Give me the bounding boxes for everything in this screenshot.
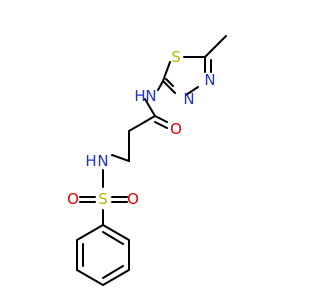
atom-o-sulfonyl-left: O <box>67 190 79 208</box>
phenyl-bond-4 <box>76 269 104 286</box>
phenyl-bond-6 <box>76 224 104 241</box>
bond-s-c2 <box>162 61 171 82</box>
bond-methyl <box>204 35 227 58</box>
phenyl-double-2 <box>102 265 124 279</box>
atom-n-sulfonamide: N <box>97 152 108 170</box>
atom-h-sulfonamide: H <box>85 152 96 170</box>
atom-s-sulfonyl: S <box>98 190 108 208</box>
bond-carbonyl-ch2 <box>128 115 156 132</box>
bond-c2-nh <box>157 80 164 91</box>
bond-layer <box>76 35 227 286</box>
atom-n-amide: N <box>145 87 156 105</box>
phenyl-bond-3 <box>102 269 130 286</box>
atom-s-ring: S <box>171 48 181 66</box>
phenyl-double-1 <box>102 231 124 245</box>
chemical-structure: S N N N H O N H S O O <box>67 35 227 286</box>
bond-n3-c2 <box>162 80 176 94</box>
bond-nh-carbonyl <box>144 98 156 117</box>
bond-carbonyl-o-double <box>154 121 168 129</box>
atom-n-ring-bottom: N <box>183 90 194 108</box>
atom-label-layer: S N N N H O N H S O O <box>67 48 216 208</box>
atom-n-ring-top: N <box>204 71 215 89</box>
bond-n4-n3 <box>185 86 199 96</box>
bond-ch2-nh <box>111 154 130 162</box>
atom-h-amide: H <box>134 87 145 105</box>
phenyl-bond-1 <box>102 224 130 241</box>
atom-o-sulfonyl-right: O <box>127 190 139 208</box>
bond-carbonyl-o <box>154 115 168 123</box>
atom-o-amide: O <box>170 120 182 138</box>
bond-n3-c2-double <box>165 78 174 87</box>
